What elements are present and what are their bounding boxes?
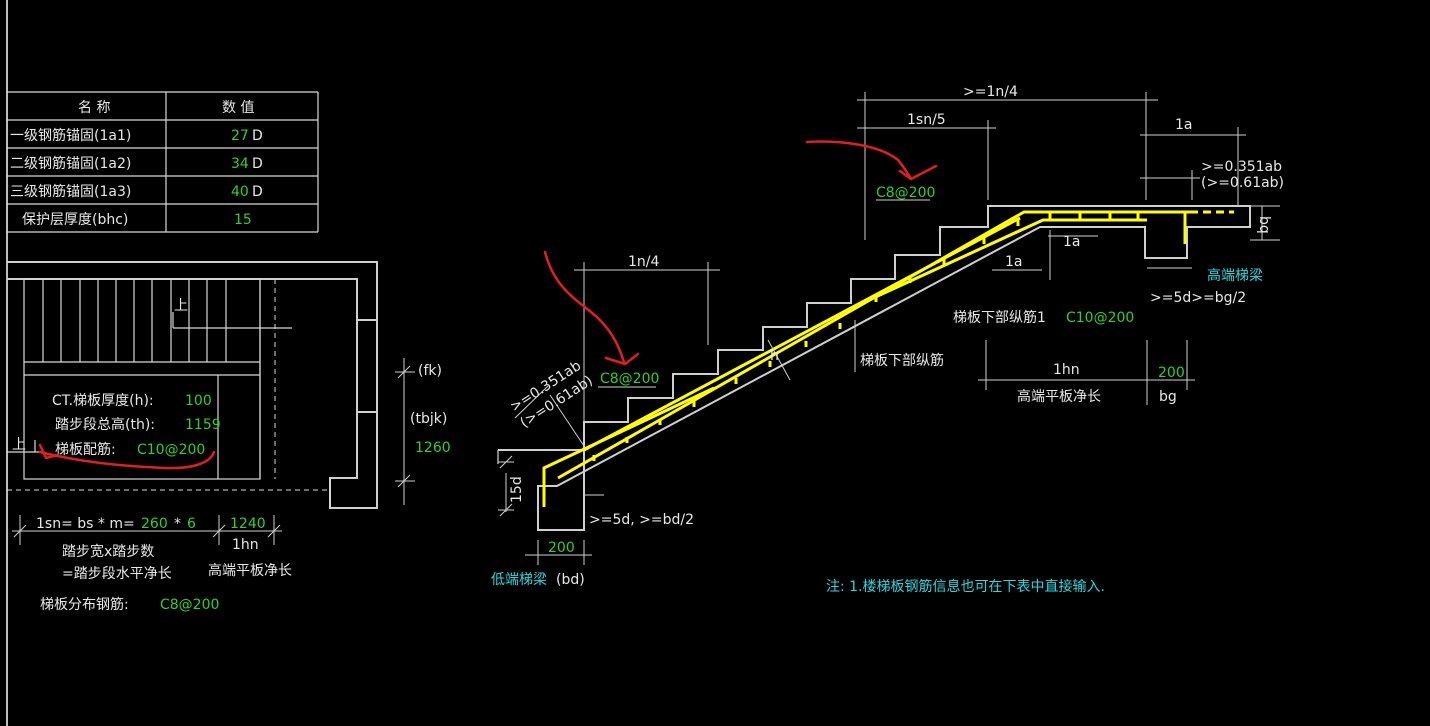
step-caption-2: =踏步段水平净长 [62,566,172,582]
table-row-name: 保护层厚度(bhc) [22,212,128,228]
step-height-value[interactable]: 1159 [185,417,221,433]
dim-bg-label: bg [1159,389,1177,405]
bottom-bar-label: 梯板下部纵筋 [860,352,944,369]
high-slab-net-length: 高端平板净长 [1017,388,1101,405]
thickness-h-label: h [770,348,779,364]
plan-treads [42,279,227,362]
table-row-name: 二级钢筋锚固(1a2) [10,155,131,172]
high-end-beam-label: 高端梯梁 [1207,267,1263,284]
table-row-unit: D [252,156,263,172]
parameter-table: 名 称 数 值 一级钢筋锚固(1a1) 27 D 二级钢筋锚固(1a2) 34 … [7,91,319,233]
table-header-name: 名 称 [78,100,110,116]
dim-bd-value[interactable]: 200 [548,540,575,556]
plan-up-label-lower: 上 [12,437,26,453]
dim-ln4-top: >=1n/4 [963,84,1018,100]
dim-la-top: 1a [1175,117,1193,133]
low-end-beam-bd: (bd) [556,572,585,588]
low-end-beam-label: 低端梯梁 [491,572,547,588]
red-annotation-arrowhead-top [898,164,938,181]
red-annotation-arrowhead-mid [604,352,640,366]
tbjk-label: (tbjk) [410,411,447,427]
table-row-name: 一级钢筋锚固(1a1) [10,127,131,144]
anchor-top-2: (>=0.61ab) [1201,175,1284,191]
red-annotation-arrow-mid [543,250,626,364]
section-dimensions: >=1n/4 1sn/5 1a >=0.351ab (>=0.61ab) C8@… [491,84,1284,588]
distribution-bar-ticks [592,213,1140,461]
dim-lsn5: 1sn/5 [907,112,946,128]
bottom-bar-1-label: 梯板下部纵筋1 [953,309,1046,326]
red-annotation-hook [38,443,60,460]
five-d-low: >=5d, >=bd/2 [589,512,694,528]
times-sign: * [174,516,181,532]
anchor-top-1: >=0.351ab [1201,159,1282,175]
table-row-value[interactable]: 34 [231,156,249,172]
c8-mid-label[interactable]: C8@200 [600,371,659,387]
plan-up-label: 上 [174,298,188,314]
thickness-value[interactable]: 100 [185,393,212,409]
dim-la-mid-2: 1a [1005,254,1023,270]
bs-value[interactable]: 260 [141,516,168,532]
main-bottom-rebar [583,216,1021,452]
section-rebars [542,210,1234,507]
dim-la-mid-1: 1a [1063,234,1081,250]
lhn-label: 1hn [232,537,259,553]
footnote: 注: 1.楼梯板钢筋信息也可在下表中直接输入. [826,578,1105,595]
step-height-label: 踏步段总高(th): [55,416,155,433]
five-d-right: >=5d>=bg/2 [1150,290,1246,306]
distribution-rebar-label: 梯板分布钢筋: [40,596,129,613]
distribution-rebar-value[interactable]: C8@200 [160,597,219,613]
thickness-label: CT.梯板厚度(h): [52,393,154,409]
tbjk-value[interactable]: 1260 [415,440,451,456]
table-row-name: 三级钢筋锚固(1a3) [10,183,131,200]
rebar-label: 梯板配筋: [55,441,116,458]
table-row-value[interactable]: 40 [231,184,249,200]
lhn-value[interactable]: 1240 [230,516,266,532]
table-row-value[interactable]: 15 [234,212,252,228]
rebar-value[interactable]: C10@200 [137,442,205,458]
top-longitudinal-rebar [557,210,1190,480]
c8-top-label[interactable]: C8@200 [876,185,935,201]
red-annotation-underline [38,450,216,470]
step-caption: 踏步宽x踏步数 [62,543,154,560]
table-header-value: 数 值 [222,100,254,116]
dim-bq: bq [1256,216,1272,234]
m-value[interactable]: 6 [187,516,196,532]
table-row-unit: D [252,184,263,200]
dim-ln4-mid: 1n/4 [628,254,659,270]
dim-bg-value[interactable]: 200 [1158,365,1185,381]
lsn-formula: 1sn= bs * m= [36,516,135,532]
table-row-value[interactable]: 27 [231,128,249,144]
high-slab-caption: 高端平板净长 [208,562,292,579]
dim-15d: 15d [509,476,525,503]
stair-section-view [497,205,1251,531]
bottom-bar-1-value[interactable]: C10@200 [1066,310,1134,326]
table-row-unit: D [252,128,263,144]
bottom-rebar-upper [868,218,1147,302]
fk-label: (fk) [418,363,442,379]
upper-rebar-low-end [542,386,715,507]
red-annotation-arrow-top [805,140,913,180]
stair-plan-view: 上 上 CT.梯板厚度(h): 100 踏步段总高(th): 1159 梯板配筋… [7,261,451,613]
dim-lhn: 1hn [1053,362,1080,378]
